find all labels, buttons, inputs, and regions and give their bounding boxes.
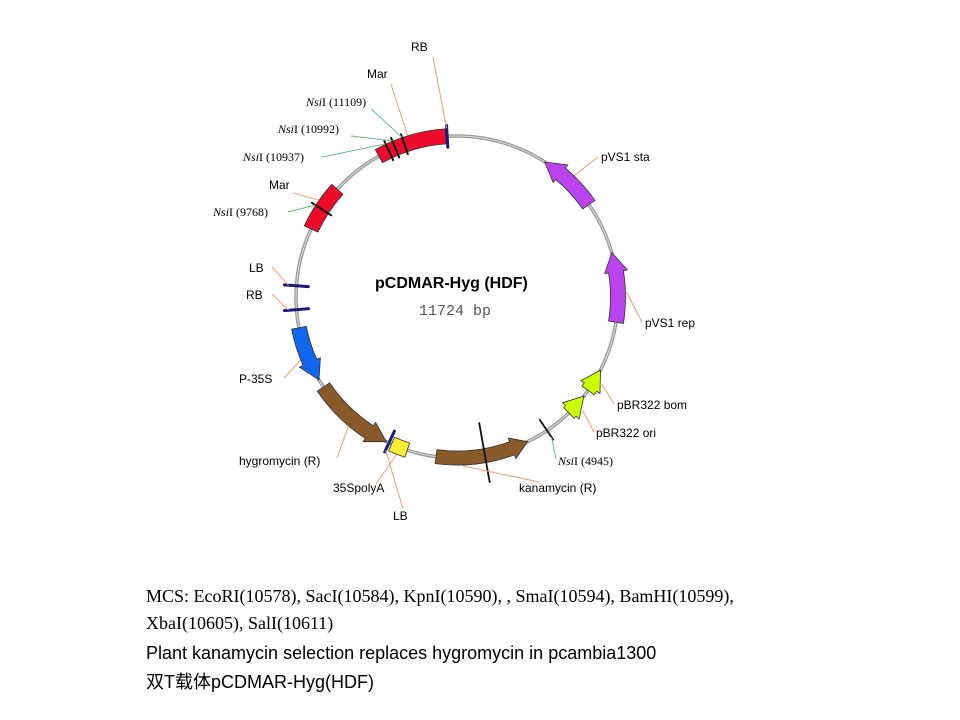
leader-nsi-4945: [551, 437, 557, 460]
feature-arc-pbr322-bom: [580, 369, 601, 396]
leader-lb-bottom: [385, 450, 404, 510]
feature-label-pbr322-ori: pBR322 ori: [596, 426, 656, 440]
feature-arc-p35s: [291, 325, 321, 381]
feature-label-mar-left: Mar: [269, 178, 290, 192]
site-label-nsi-11109: NsiI (11109): [305, 95, 366, 109]
feature-label-pvs1-rep: pVS1 rep: [645, 316, 695, 330]
leader-pbr322-bom: [601, 383, 615, 405]
feature-label-pvs1-sta: pVS1 sta: [601, 150, 650, 164]
feature-label-rb-top: RB: [411, 40, 428, 54]
site-label-nsi-10937: NsiI (10937): [242, 150, 304, 164]
mcs-sites-line-2: XbaI(10605), SalI(10611): [146, 613, 334, 633]
feature-arrows: [291, 128, 629, 466]
nsi-10937-tick: [383, 140, 395, 162]
nsi-4945-tick: [538, 418, 555, 441]
feature-label-lb-bottom: LB: [393, 509, 408, 523]
leader-hygromycin: [336, 426, 349, 459]
leader-pvs1-sta: [574, 156, 599, 176]
nsi-11109-tick: [400, 133, 409, 156]
feature-label-kanamycin: kanamycin (R): [519, 481, 596, 495]
leader-polya: [375, 454, 397, 485]
leader-pvs1-rep: [625, 290, 643, 323]
feature-label-polya: 35SpolyA: [333, 481, 384, 495]
plasmid-map: RB Mar pVS1 sta pVS1 rep pBR322 bom pBR3…: [212, 40, 695, 523]
feature-arc-kanamycin: [434, 437, 529, 466]
feature-label-p35s: P-35S: [239, 372, 272, 386]
leader-kanamycin: [462, 465, 540, 483]
leader-lines: [271, 56, 643, 510]
mcs-sites-line-1: MCS: EcoRI(10578), SacI(10584), KpnI(105…: [146, 586, 734, 606]
leader-rb-top: [432, 56, 448, 129]
leader-p35s: [283, 359, 301, 379]
feature-label-mar-top: Mar: [367, 67, 388, 81]
leader-mar-top: [390, 83, 409, 136]
feature-arc-hygromycin: [316, 382, 388, 443]
feature-label-rb-left: RB: [246, 288, 263, 302]
plasmid-name: pCDMAR-Hyg (HDF): [375, 275, 528, 292]
feature-label-hygromycin: hygromycin (R): [239, 454, 320, 468]
leader-mar-left: [292, 192, 319, 201]
selection-note: Plant kanamycin selection replaces hygro…: [146, 643, 657, 663]
leader-pbr322-ori: [582, 409, 595, 433]
plasmid-size: 11724 bp: [419, 303, 491, 320]
nsi-10992-tick: [390, 137, 401, 159]
leader-nsi-11109: [370, 108, 403, 138]
kanamycin-mid-tick: [478, 422, 491, 484]
leader-nsi-9768: [287, 204, 316, 213]
site-label-nsi-4945: NsiI (4945): [557, 454, 613, 468]
feature-arc-pbr322-ori: [561, 395, 585, 420]
leader-nsi-10992: [350, 135, 393, 142]
feature-label-pbr322-bom: pBR322 bom: [617, 398, 687, 412]
vector-name: 双T载体pCDMAR-Hyg(HDF): [146, 672, 374, 692]
leader-nsi-10937: [321, 143, 386, 158]
feature-arc-pvs1-rep: [604, 251, 629, 324]
feature-arc-polya: [387, 436, 411, 458]
site-label-nsi-10992: NsiI (10992): [277, 122, 339, 136]
lb-bottom-tick: [383, 429, 396, 454]
site-label-nsi-9768: NsiI (9768): [212, 205, 268, 219]
rb-top-tick: [444, 123, 450, 149]
feature-label-lb-left: LB: [249, 261, 264, 275]
leader-rb-left: [271, 293, 289, 311]
feature-arc-pvs1-sta: [544, 161, 596, 210]
feature-arc-mar-left: [303, 183, 344, 233]
leader-lb-left: [271, 266, 289, 286]
